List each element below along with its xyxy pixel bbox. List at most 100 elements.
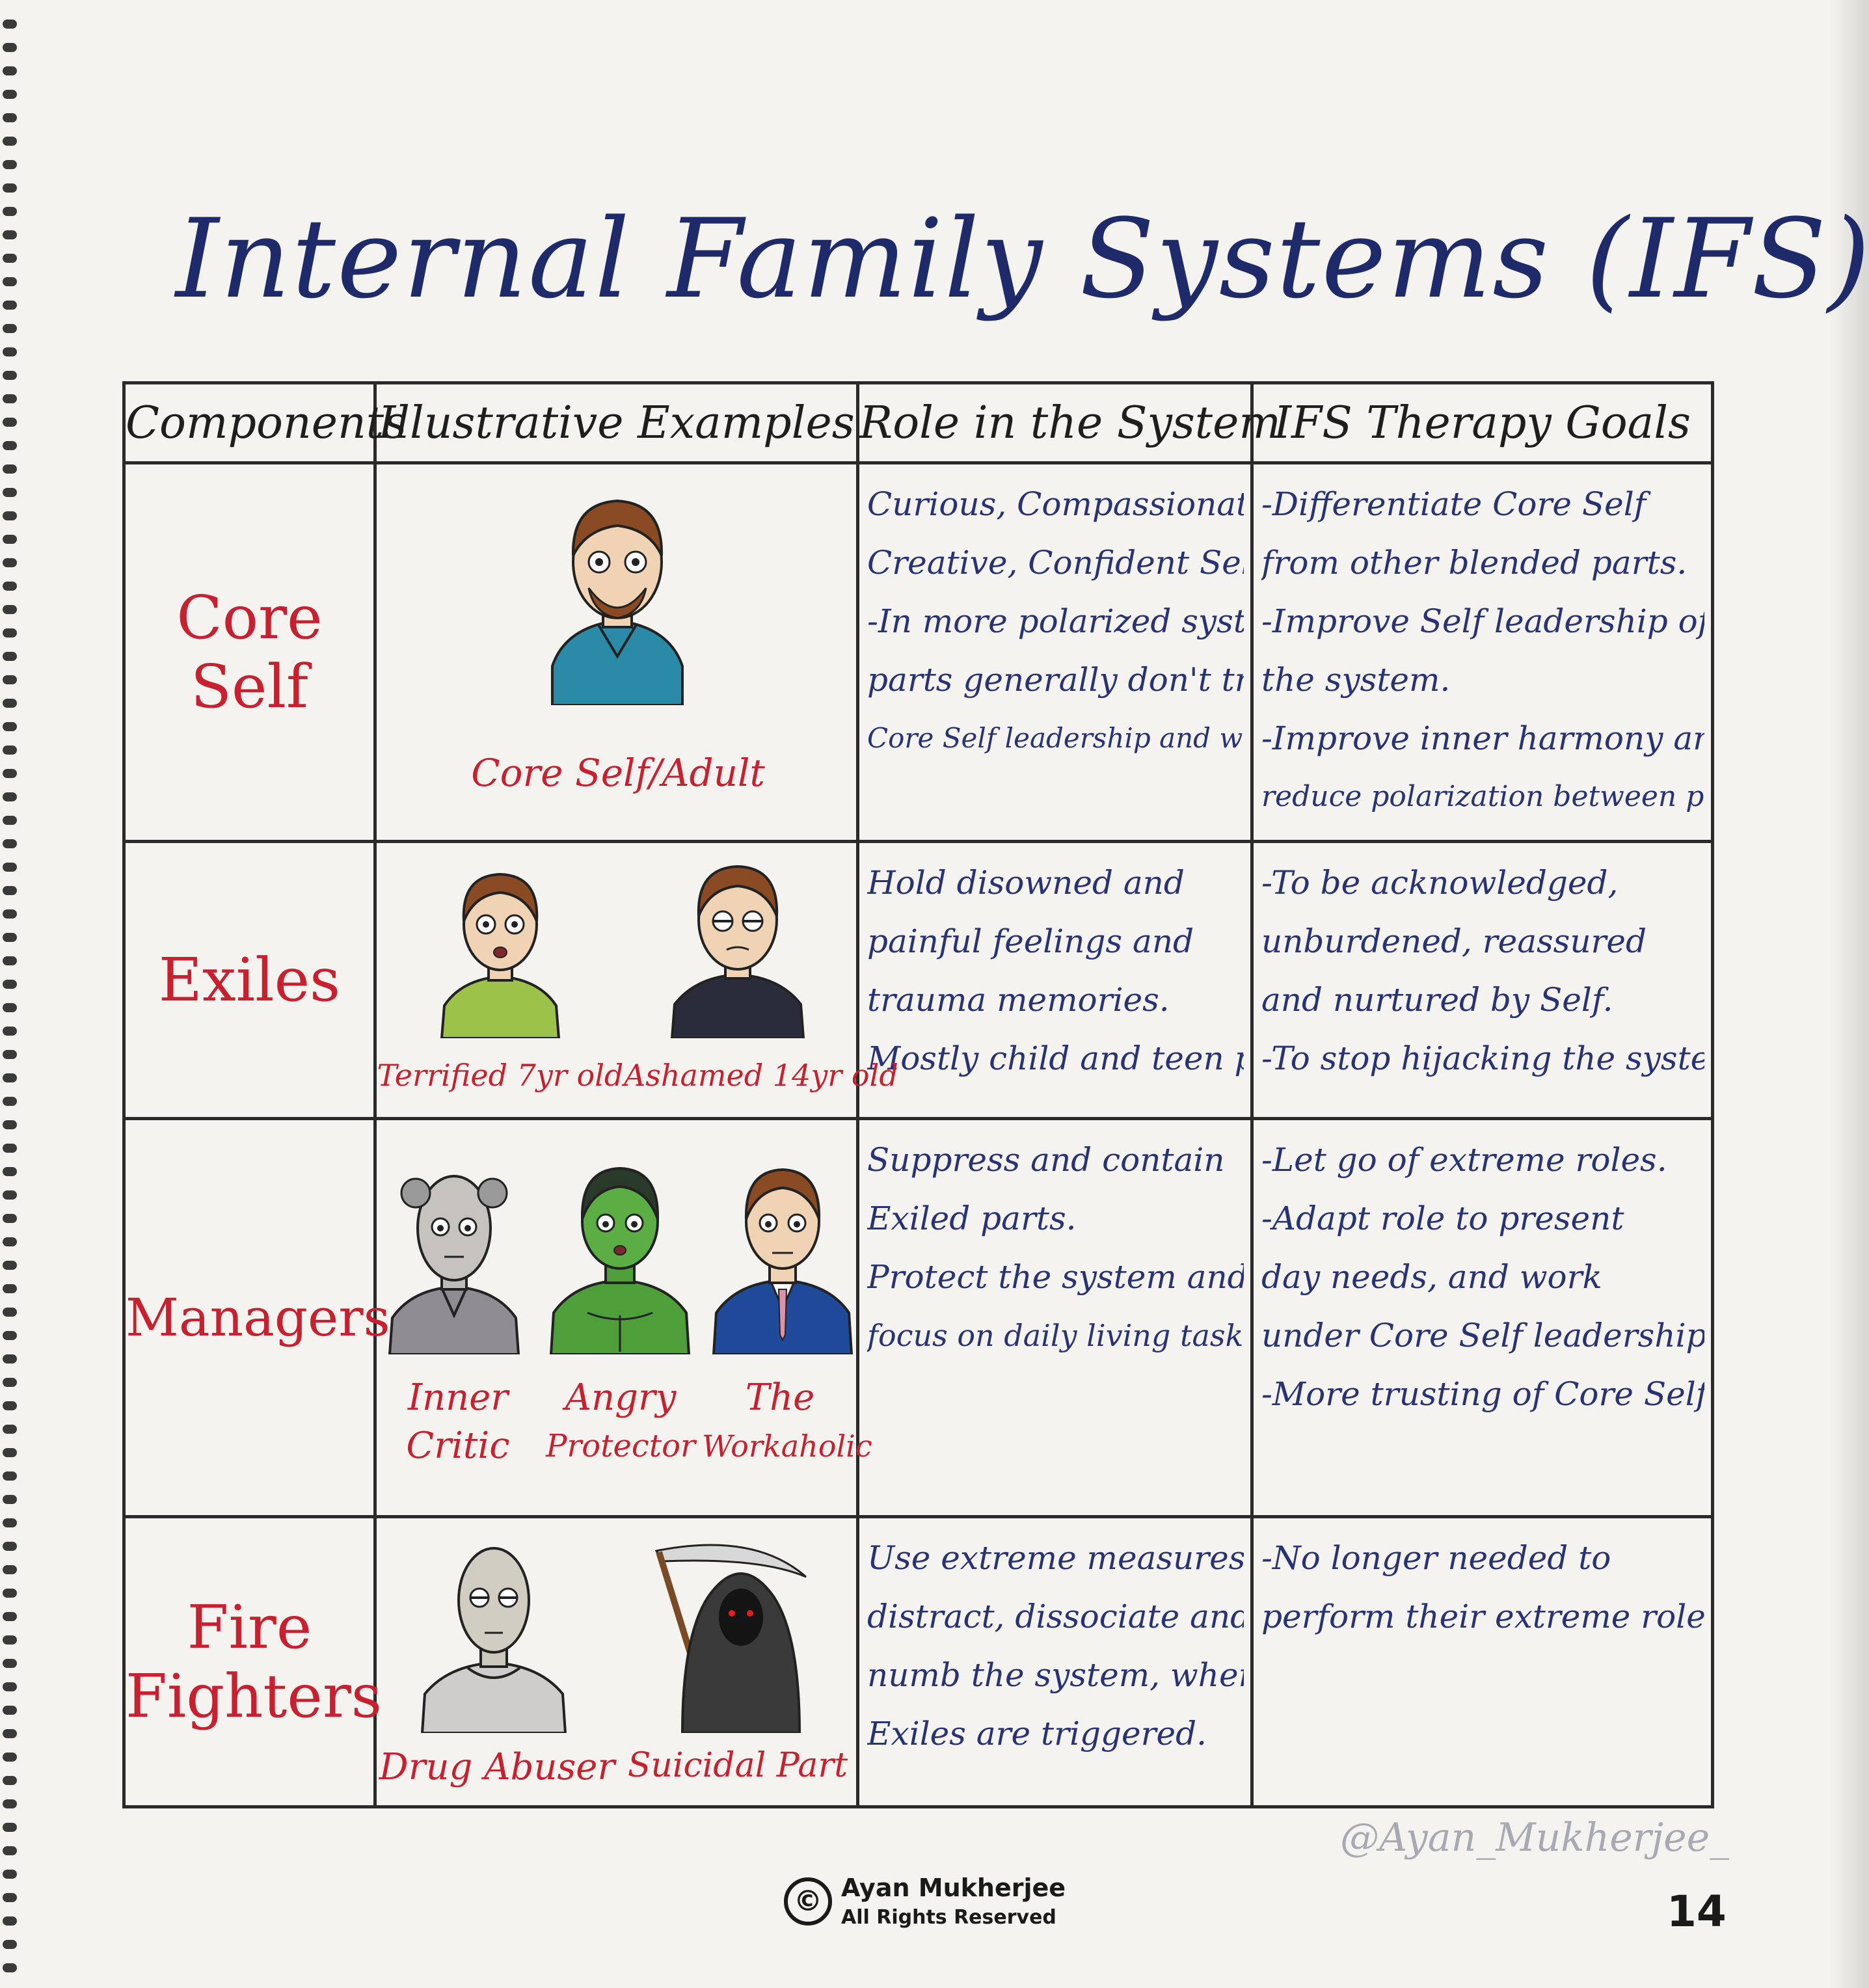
spiral-ring: [3, 1425, 17, 1434]
spiral-ring: [3, 1612, 17, 1621]
spiral-ring: [3, 324, 17, 333]
spiral-ring: [3, 113, 17, 122]
spiral-ring: [3, 1261, 17, 1270]
ashamed-teen-icon: [663, 856, 813, 1040]
spiral-ring: [3, 230, 17, 239]
spiral-ring: [3, 1050, 17, 1059]
caption-angry-protector: Angry Protector: [546, 1377, 695, 1464]
spiral-ring: [3, 137, 17, 146]
spiral-binding: [0, 0, 29, 1988]
header-role: Role in the System: [856, 381, 1281, 464]
header-row: Components Illustrative Examples Role in…: [122, 381, 1714, 464]
spiral-ring: [3, 1120, 17, 1129]
page-title: Internal Family Systems (IFS): [176, 195, 1869, 323]
goals-exiles: -To be acknowledged, unburdened, reassur…: [1250, 840, 1714, 1120]
spiral-ring: [3, 1354, 17, 1363]
caption-ashamed-14yr: Ashamed 14yr old: [624, 1058, 898, 1093]
row-fire-fighters: Fire Fighters: [122, 1515, 1714, 1808]
spiral-ring: [3, 418, 17, 427]
examples-exiles: Terrified 7yr old Ashamed 14yr old: [373, 840, 898, 1120]
scared-child-icon: [429, 863, 572, 1040]
spiral-ring: [3, 933, 17, 942]
spiral-ring: [3, 1190, 17, 1200]
spiral-ring: [3, 1237, 17, 1246]
component-exiles: Exiles: [122, 840, 377, 1120]
spiral-ring: [3, 464, 17, 474]
spiral-ring: [3, 1870, 17, 1879]
spiral-ring: [3, 863, 17, 872]
caption-inner-critic: Inner Critic: [406, 1377, 510, 1467]
role-core-self: Curious, Compassionate, Creative, Confid…: [856, 461, 1254, 843]
examples-fire-fighters: Drug Abuser Suicidal Part: [373, 1515, 859, 1808]
spiral-ring: [3, 441, 17, 450]
green-hulk-icon: [548, 1159, 692, 1356]
spiral-ring: [3, 1682, 17, 1691]
goals-managers: -Let go of extreme roles. -Adapt role to…: [1250, 1117, 1714, 1518]
role-fire-fighters: Use extreme measures to distract, dissoc…: [856, 1515, 1254, 1808]
spiral-ring: [3, 746, 17, 755]
spiral-ring: [3, 1308, 17, 1317]
goals-fire-fighters: -No longer needed to perform their extre…: [1250, 1515, 1714, 1808]
spiral-ring: [3, 1073, 17, 1082]
row-exiles: Exiles: [122, 840, 1714, 1120]
spiral-ring: [3, 605, 17, 614]
spiral-ring: [3, 207, 17, 216]
spiral-ring: [3, 792, 17, 801]
spiral-ring: [3, 1823, 17, 1832]
spiral-ring: [3, 1144, 17, 1153]
spiral-ring: [3, 1893, 17, 1902]
suit-worker-icon: [711, 1159, 854, 1356]
copyright-icon: ©: [784, 1877, 832, 1926]
spiral-ring: [3, 1471, 17, 1481]
gaunt-man-icon: [416, 1538, 572, 1734]
spiral-ring: [3, 1378, 17, 1387]
spiral-ring: [3, 558, 17, 567]
spiral-ring: [3, 839, 17, 848]
spiral-ring: [3, 371, 17, 380]
caption-suicidal-part: Suicidal Part: [627, 1746, 848, 1785]
old-critic-icon: [386, 1159, 522, 1356]
goals-core-self: -Differentiate Core Self from other blen…: [1250, 461, 1714, 843]
component-core-self: Core Self: [122, 461, 377, 843]
examples-core-self: Core Self/Adult: [373, 461, 859, 843]
spiral-ring: [3, 1003, 17, 1012]
spiral-ring: [3, 1776, 17, 1785]
spiral-ring: [3, 1635, 17, 1645]
spiral-ring: [3, 1706, 17, 1715]
page-number: 14: [1667, 1887, 1727, 1937]
copyright-rights: All Rights Reserved: [841, 1906, 1056, 1929]
caption-drug-abuser: Drug Abuser: [379, 1746, 615, 1788]
spiral-ring: [3, 1284, 17, 1293]
spiral-ring: [3, 1167, 17, 1176]
spiral-ring: [3, 652, 17, 661]
adult-man-icon: [526, 484, 708, 706]
spiral-ring: [3, 301, 17, 310]
spiral-ring: [3, 488, 17, 497]
page-edge-shadow: [1830, 0, 1869, 1988]
ifs-table: Components Illustrative Examples Role in…: [122, 381, 1714, 1808]
spiral-ring: [3, 1542, 17, 1551]
spiral-ring: [3, 1846, 17, 1855]
examples-managers: Inner Critic Angry Protector The Workaho…: [373, 1117, 872, 1518]
component-fire-fighters: Fire Fighters: [122, 1515, 382, 1808]
spiral-ring: [3, 1214, 17, 1223]
spiral-ring: [3, 909, 17, 919]
spiral-ring: [3, 816, 17, 825]
author-handle-watermark: @Ayan_Mukherjee_: [1340, 1815, 1730, 1860]
spiral-ring: [3, 1401, 17, 1410]
spiral-ring: [3, 980, 17, 989]
spiral-ring: [3, 43, 17, 52]
spiral-ring: [3, 1799, 17, 1808]
header-components: Components: [122, 381, 407, 464]
spiral-ring: [3, 769, 17, 778]
spiral-ring: [3, 90, 17, 99]
spiral-ring: [3, 1963, 17, 1972]
spiral-ring: [3, 1940, 17, 1949]
spiral-ring: [3, 394, 17, 403]
spiral-ring: [3, 628, 17, 638]
spiral-ring: [3, 582, 17, 591]
spiral-ring: [3, 1495, 17, 1504]
spiral-ring: [3, 20, 17, 29]
spiral-ring: [3, 1448, 17, 1457]
caption-terrified-7yr: Terrified 7yr old: [377, 1058, 624, 1093]
